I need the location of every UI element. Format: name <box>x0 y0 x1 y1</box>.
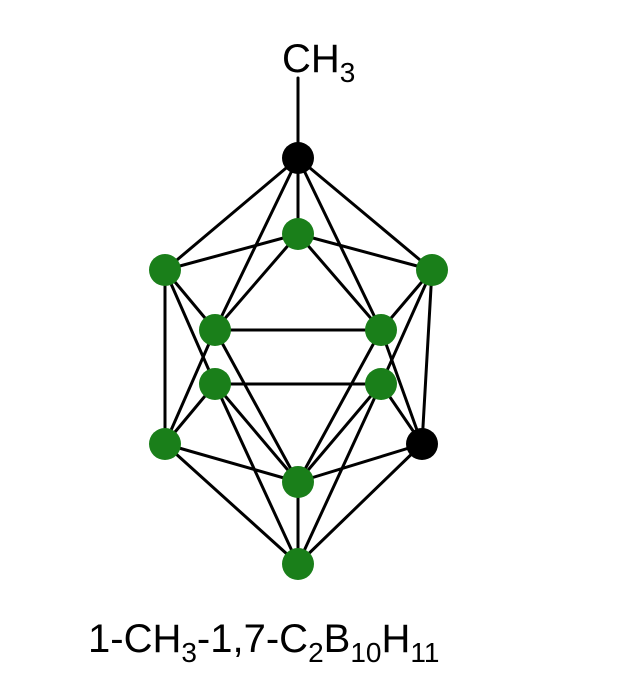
bond-b-mid-left-back-to-b-bottom <box>213 382 300 566</box>
bond-b-mid-right-front-to-c-lower-right <box>379 328 424 446</box>
molecular-formula-caption: 1-CH3-1,7-C2B10H11 <box>88 617 439 668</box>
bond-b-upper-left-to-b-mid-left-back <box>163 268 217 386</box>
boron-atom-lower-left <box>149 428 181 460</box>
boron-atom-mid-right-front <box>365 314 397 346</box>
formula-text: B <box>324 617 351 661</box>
formula-subscript: 2 <box>308 637 324 668</box>
bond-b-upper-center-to-b-mid-left-front <box>213 232 300 332</box>
boron-atom-bottom <box>282 548 314 580</box>
bond-c-top-to-b-upper-right <box>296 156 434 272</box>
methyl-subscript-text: 3 <box>340 57 356 88</box>
bond-b-mid-right-front-to-b-lower-center <box>296 328 383 484</box>
bond-b-lower-left-to-b-bottom <box>163 442 300 566</box>
bond-b-lower-left-to-b-lower-center <box>163 442 300 484</box>
boron-atom-mid-right-back <box>365 368 397 400</box>
methyl-main-text: CH <box>282 37 340 81</box>
carbon-atom-7 <box>406 428 438 460</box>
bond-b-upper-right-to-b-mid-right-back <box>379 268 434 386</box>
boron-atom-upper-center <box>282 218 314 250</box>
formula-subscript: 11 <box>410 637 439 668</box>
bond-b-mid-left-front-to-b-lower-center <box>213 328 300 484</box>
atom-layer <box>149 142 448 580</box>
carbon-atom-1 <box>282 142 314 174</box>
bond-b-upper-center-to-b-mid-right-front <box>296 232 383 332</box>
formula-subscript: 10 <box>350 637 381 668</box>
formula-text: -1,7-C <box>197 617 308 661</box>
bond-b-upper-right-to-c-lower-right <box>420 268 434 446</box>
formula-subscript: 3 <box>181 637 197 668</box>
boron-atom-upper-left <box>149 254 181 286</box>
formula-text: H <box>381 617 410 661</box>
bond-b-mid-left-front-to-b-lower-left <box>163 328 217 446</box>
bond-c-top-to-b-upper-left <box>163 156 300 272</box>
formula-text: 1-CH <box>88 617 181 661</box>
boron-atom-mid-left-back <box>199 368 231 400</box>
bond-b-upper-left-to-b-upper-center <box>163 232 300 272</box>
boron-atom-upper-right <box>416 254 448 286</box>
bond-b-mid-right-back-to-b-bottom <box>296 382 383 566</box>
boron-atom-mid-left-front <box>199 314 231 346</box>
methyl-substituent-label: CH3 <box>282 37 355 88</box>
bond-c-lower-right-to-b-lower-center <box>296 442 424 484</box>
bond-b-upper-right-to-b-upper-center <box>296 232 434 272</box>
boron-atom-lower-center <box>282 466 314 498</box>
bond-b-mid-right-back-to-b-lower-center <box>296 382 383 484</box>
bond-c-lower-right-to-b-bottom <box>296 442 424 566</box>
bond-b-mid-left-back-to-b-lower-center <box>213 382 300 484</box>
